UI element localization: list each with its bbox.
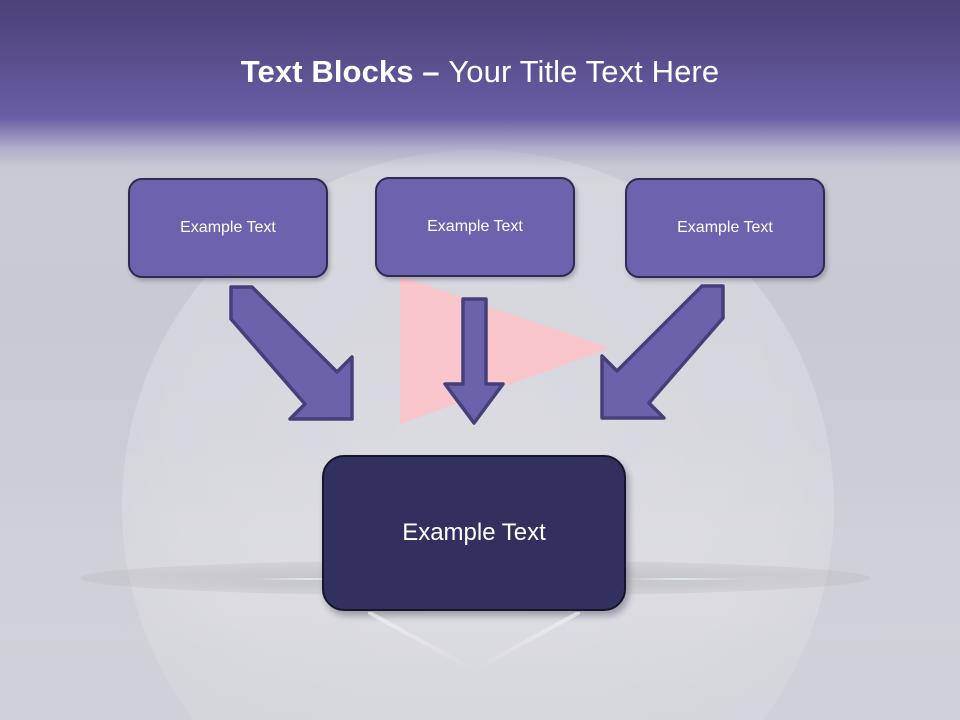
text-block-3-label: Example Text bbox=[677, 219, 773, 236]
page-title-dash: – bbox=[413, 54, 449, 89]
arrow-left-diagonal-icon[interactable] bbox=[229, 285, 354, 421]
text-block-2-label: Example Text bbox=[427, 218, 523, 235]
text-block-2[interactable]: Example Text bbox=[375, 177, 575, 277]
background-bottom-fade bbox=[0, 610, 960, 720]
floor-streak-left bbox=[255, 578, 375, 580]
result-text-block-label: Example Text bbox=[402, 519, 546, 546]
result-text-block[interactable]: Example Text bbox=[322, 455, 626, 611]
page-title: Text Blocks – Your Title Text Here bbox=[0, 52, 960, 92]
pink-triangle-icon bbox=[400, 276, 610, 424]
text-block-1[interactable]: Example Text bbox=[128, 178, 328, 278]
floor-streak-right bbox=[625, 578, 745, 580]
text-block-1-label: Example Text bbox=[180, 219, 276, 236]
arrow-middle-vertical-icon[interactable] bbox=[443, 297, 505, 425]
arrow-right-diagonal-icon[interactable] bbox=[600, 284, 725, 420]
header-gradient-band bbox=[0, 0, 960, 185]
page-title-rest: Your Title Text Here bbox=[448, 54, 720, 89]
text-block-3[interactable]: Example Text bbox=[625, 178, 825, 278]
page-title-strong: Text Blocks bbox=[240, 54, 414, 89]
reflection-glow bbox=[368, 612, 580, 673]
